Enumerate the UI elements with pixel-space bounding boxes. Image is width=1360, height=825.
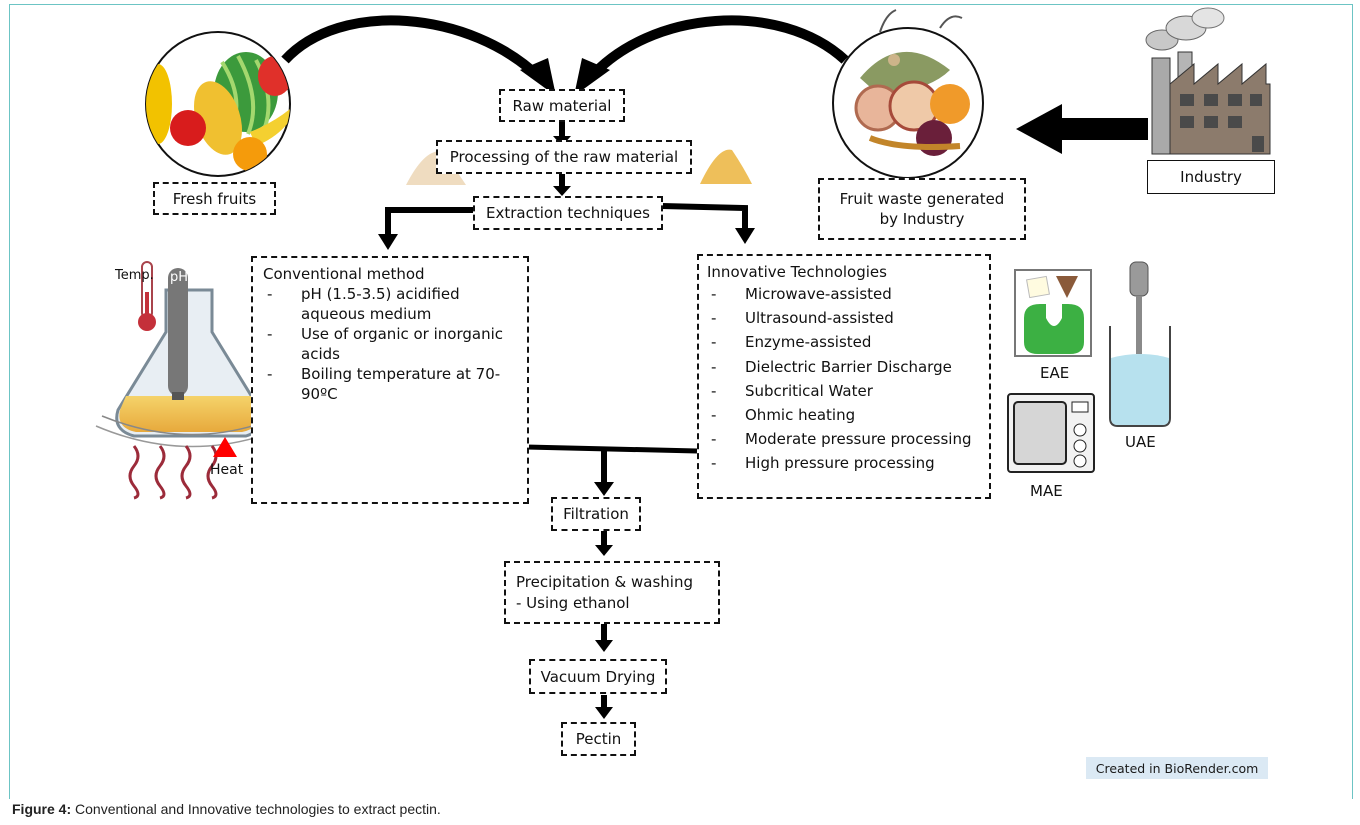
ph-label: pH [169, 270, 189, 285]
step-raw-material: Raw material [499, 89, 625, 122]
step-processing: Processing of the raw material [436, 140, 692, 174]
arrow-waste-to-raw [586, 15, 849, 82]
innovative-item: Moderate pressure processing [707, 427, 981, 451]
innovative-title: Innovative Technologies [707, 263, 887, 281]
figure-frame [9, 4, 1353, 799]
arrow-industry-to-waste [1060, 118, 1148, 140]
arrow-fruits-to-raw [281, 15, 544, 82]
microwave-icon [1007, 393, 1095, 473]
conventional-title: Conventional method [263, 265, 425, 283]
factory-icon [1145, 7, 1271, 155]
enzyme-icon [1014, 269, 1092, 357]
figure-caption: Figure 4: Conventional and Innovative te… [12, 801, 441, 817]
temp-label: Temp. [115, 268, 154, 283]
fresh-fruits-label: Fresh fruits [153, 182, 276, 215]
heat-label: Heat [210, 462, 244, 478]
conventional-item: Boiling temperature at 70-90ºC [263, 364, 517, 404]
merge-line [525, 444, 698, 454]
mae-label: MAE [1030, 482, 1063, 500]
innovative-item: Microwave-assisted [707, 282, 981, 306]
ultrasound-icon [1109, 261, 1171, 427]
conventional-item: Use of organic or inorganic acids [263, 324, 517, 364]
innovative-item: Dielectric Barrier Discharge [707, 355, 981, 379]
innovative-list: Microwave-assistedUltrasound-assistedEnz… [707, 282, 981, 476]
arrowhead [520, 58, 556, 96]
precipitation-note: - Using ethanol [516, 594, 630, 612]
industry-label: Industry [1147, 160, 1275, 194]
innovative-item: High pressure processing [707, 451, 981, 475]
step-precipitation: Precipitation & washing - Using ethanol [504, 561, 720, 624]
step-filtration: Filtration [551, 497, 641, 531]
innovative-technologies-box: Innovative Technologies Microwave-assist… [697, 254, 991, 499]
conventional-list: pH (1.5-3.5) acidified aqueous mediumUse… [263, 284, 517, 404]
conventional-item: pH (1.5-3.5) acidified aqueous medium [263, 284, 517, 324]
innovative-item: Ultrasound-assisted [707, 306, 981, 330]
step-pectin: Pectin [561, 722, 636, 756]
innovative-item: Subcritical Water [707, 379, 981, 403]
caption-text: Conventional and Innovative technologies… [71, 801, 441, 817]
innovative-item: Ohmic heating [707, 403, 981, 427]
precipitation-title: Precipitation & washing [516, 573, 693, 591]
caption-label: Figure 4: [12, 801, 72, 817]
branch-left [385, 207, 474, 238]
branch-right [661, 203, 748, 232]
uae-label: UAE [1125, 433, 1156, 451]
fruit-waste-label: Fruit waste generated by Industry [818, 178, 1026, 240]
step-extraction: Extraction techniques [473, 196, 663, 230]
arrowhead [574, 58, 610, 96]
conventional-method-box: Conventional method pH (1.5-3.5) acidifi… [251, 256, 529, 504]
fruit-basket-icon [145, 31, 291, 177]
fruit-waste-icon [832, 9, 984, 179]
innovative-item: Enzyme-assisted [707, 330, 981, 354]
eae-label: EAE [1040, 364, 1070, 382]
biorender-credit: Created in BioRender.com [1086, 757, 1268, 779]
step-vacuum-drying: Vacuum Drying [529, 659, 667, 694]
